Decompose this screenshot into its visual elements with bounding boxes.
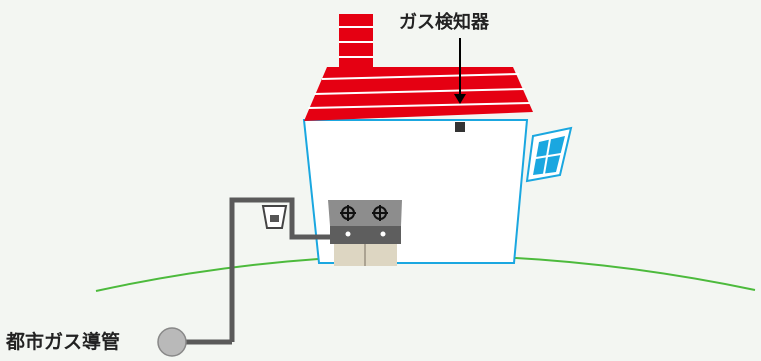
- gas-detector-icon: [455, 122, 465, 132]
- arrow-icon: [454, 38, 466, 104]
- gas-pipe: [229, 197, 330, 342]
- pipe-end-icon: [157, 327, 187, 357]
- city-gas-pipe-label: 都市ガス導管: [6, 331, 121, 353]
- gas-meter-icon: [261, 205, 288, 229]
- gas-stove-icon: [328, 200, 402, 266]
- chimney: [339, 14, 373, 70]
- window-icon: [525, 126, 573, 183]
- roof: [304, 67, 533, 121]
- gas-detector-label: ガス検知器: [399, 12, 489, 33]
